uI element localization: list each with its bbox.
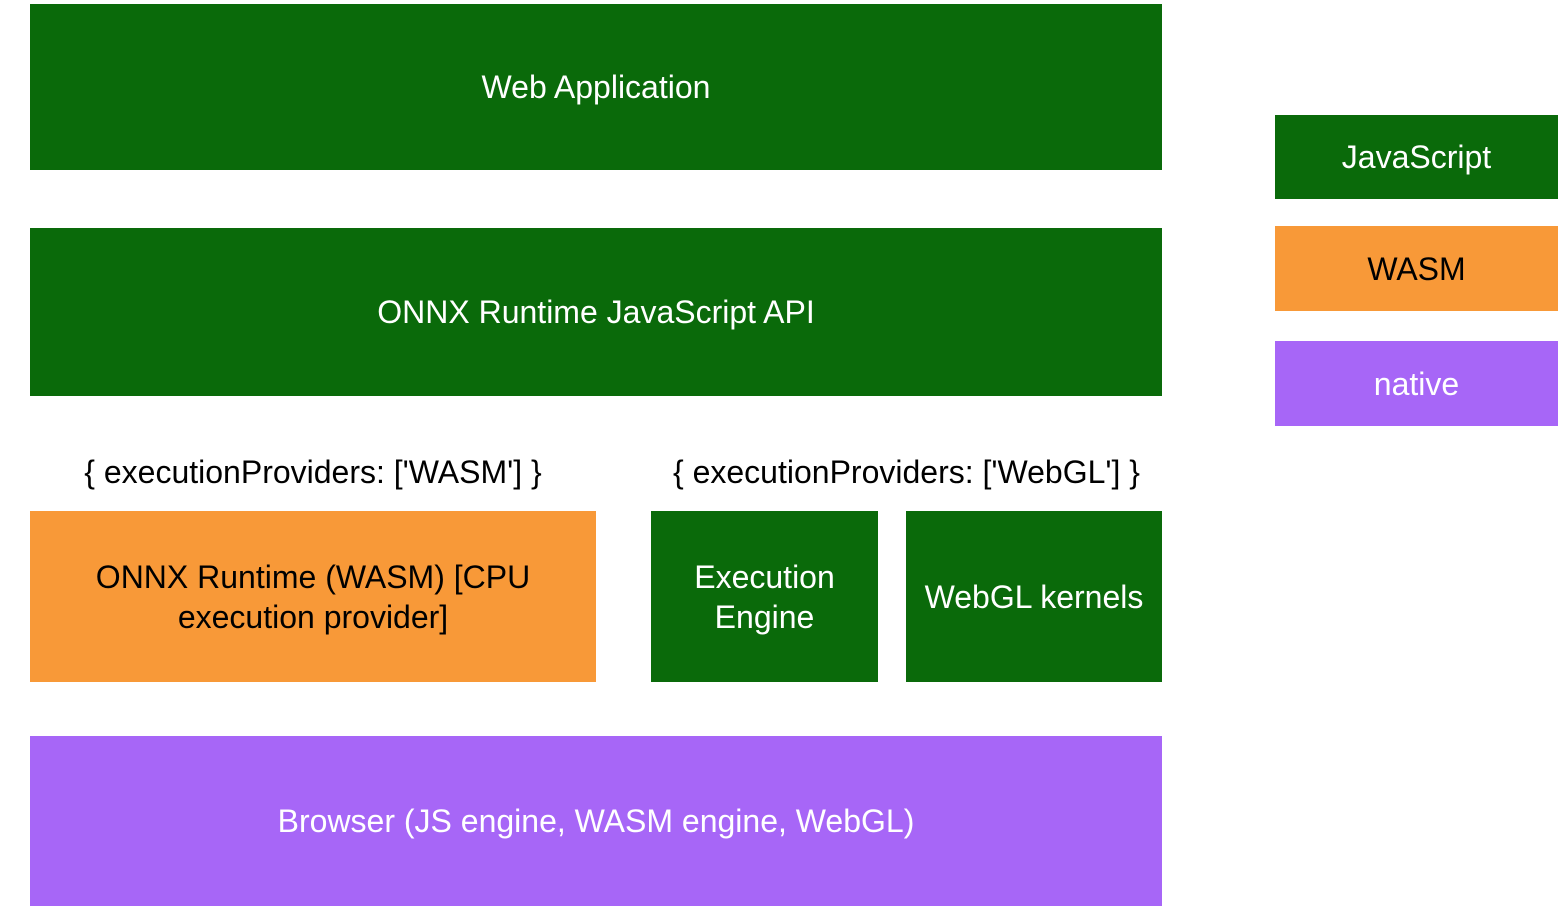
execution-engine-box: Execution Engine xyxy=(651,511,878,682)
legend-item-javascript: JavaScript xyxy=(1275,115,1558,199)
legend-wasm-label: WASM xyxy=(1367,250,1466,287)
onnx-runtime-wasm-label: ONNX Runtime (WASM) [CPU execution provi… xyxy=(95,558,531,635)
browser-box: Browser (JS engine, WASM engine, WebGL) xyxy=(30,736,1162,906)
execution-engine-label: Execution Engine xyxy=(694,558,835,635)
execution-providers-wasm-annotation: { executionProviders: ['WASM'] } xyxy=(30,445,596,500)
web-application-label: Web Application xyxy=(481,69,711,105)
onnx-runtime-js-api-box: ONNX Runtime JavaScript API xyxy=(30,228,1162,396)
web-application-box: Web Application xyxy=(30,4,1162,170)
legend-javascript-label: JavaScript xyxy=(1341,139,1492,175)
execution-providers-webgl-annotation: { executionProviders: ['WebGL'] } xyxy=(651,445,1162,500)
webgl-kernels-box: WebGL kernels xyxy=(906,511,1162,682)
onnx-runtime-js-api-label: ONNX Runtime JavaScript API xyxy=(377,294,815,330)
legend-item-native: native xyxy=(1275,341,1558,426)
browser-label: Browser (JS engine, WASM engine, WebGL) xyxy=(277,803,915,839)
legend-native-label: native xyxy=(1373,365,1460,402)
execution-providers-wasm-text: { executionProviders: ['WASM'] } xyxy=(84,454,542,490)
webgl-kernels-label: WebGL kernels xyxy=(924,578,1144,615)
onnx-runtime-wasm-box: ONNX Runtime (WASM) [CPU execution provi… xyxy=(30,511,596,682)
legend-item-wasm: WASM xyxy=(1275,226,1558,311)
execution-providers-webgl-text: { executionProviders: ['WebGL'] } xyxy=(673,454,1140,490)
